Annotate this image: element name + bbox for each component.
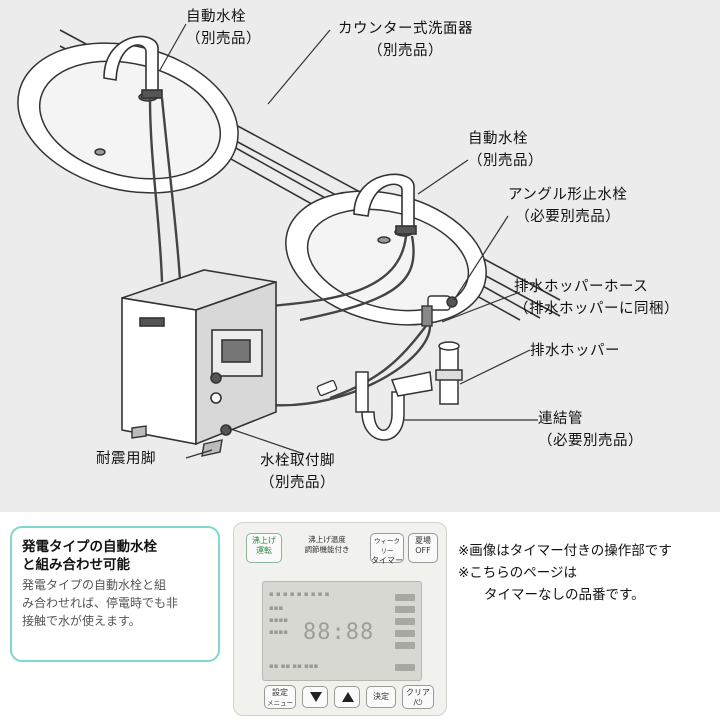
heat-operation-button[interactable]: 沸上げ 運転 [246,533,282,563]
installation-diagram: 自動水栓 （別売品） カウンター式洗面器 （別売品） 自動水栓 （別売品） アン… [0,0,720,512]
bottom-section: 発電タイプの自動水栓 と組み合わせ可能 発電タイプの自動水栓と組 み合わせれば、… [0,512,720,720]
callout-connecting-pipe: 連結管 （必要別売品） [538,408,643,452]
callout-faucet-mount-leg-name: 水栓取付脚 [260,453,335,469]
lcd-indicator-3 [395,618,415,625]
lcd-indicator-6 [395,664,415,671]
lcd-indicator-1 [395,594,415,601]
right-basin [285,190,487,326]
summer-off-label-bottom: OFF [415,546,431,555]
callout-auto-faucet-1-sub: （別売品） [186,31,261,47]
callout-drain-hopper-hose: 排水ホッパーホース （排水ホッパーに同梱） [514,276,679,320]
feature-box: 発電タイプの自動水栓 と組み合わせ可能 発電タイプの自動水栓と組 み合わせれば、… [10,526,220,662]
callout-connecting-pipe-sub: （必要別売品） [538,433,643,449]
feature-body-line-2: み合わせれば、停電時でも非 [22,596,179,610]
hose-connector [316,379,338,397]
angle-stop-valve [421,295,458,327]
temperature-label-line-1: 沸上げ温度 [308,535,346,544]
temperature-label-line-2: 調節機能付き [304,545,350,554]
hoses [148,97,432,407]
notes: ※画像はタイマー付きの操作部です ※こちらのページは タイマーなしの品番です。 [458,540,672,606]
callout-drain-hopper-name: 排水ホッパー [530,343,620,359]
lcd-segment-row-1: ▪ ▪ ▪ ▪ ▪ ▪ ▪ ▪ ▪ [269,590,330,598]
heat-operation-label-top: 沸上げ [252,536,276,545]
note-line-2: ※こちらのページは [458,565,578,581]
lcd-indicator-2 [395,606,415,613]
triangle-down-icon [310,692,322,702]
feature-body: 発電タイプの自動水栓と組 み合わせれば、停電時でも非 接触で水が使えます。 [22,576,208,630]
temperature-label: 沸上げ温度 調節機能付き [292,535,362,555]
settings-menu-label-bottom: メニュー [267,699,293,707]
callout-faucet-mount-leg: 水栓取付脚 （別売品） [260,450,335,494]
callout-angle-stop-valve: アングル形止水栓 （必要別売品） [508,184,627,228]
callout-counter-basin-name: カウンター式洗面器 [338,21,473,37]
callout-auto-faucet-2-sub: （別売品） [468,153,543,169]
feature-body-line-1: 発電タイプの自動水栓と組 [22,578,167,592]
callout-drain-hopper: 排水ホッパー [530,340,620,362]
right-faucet [353,173,417,235]
drain-trap [355,371,433,441]
weekly-timer-button[interactable]: ウィークリー タイマー [370,533,404,565]
heat-operation-label-bottom: 運転 [256,546,272,555]
clear-button[interactable]: クリア /⏻ [402,685,434,709]
callout-counter-basin: カウンター式洗面器 （別売品） [338,18,473,62]
lcd-indicator-5 [395,642,415,649]
callout-counter-basin-sub: （別売品） [368,43,443,59]
note-line-3: タイマーなしの品番です。 [484,587,645,603]
triangle-up-icon [342,692,354,702]
feature-body-line-3: 接触で水が使えます。 [22,614,141,628]
feature-title: 発電タイプの自動水栓 と組み合わせ可能 [22,538,208,574]
summer-off-label-top: 夏場 [415,536,431,545]
callout-angle-stop-valve-name: アングル形止水栓 [508,187,628,203]
callout-auto-faucet-1: 自動水栓 （別売品） [186,6,261,50]
control-panel: 沸上げ 運転 沸上げ温度 調節機能付き ウィークリー タイマー 夏場 OFF ▪… [233,522,447,716]
clear-label-top: クリア [406,688,430,697]
drain-hopper-shape [435,341,463,405]
lcd-segment-row-4: ▪▪▪▪ [269,628,288,636]
feature-title-line-1: 発電タイプの自動水栓 [22,539,157,555]
lcd-display: ▪ ▪ ▪ ▪ ▪ ▪ ▪ ▪ ▪ ▪▪▪ ▪▪▪▪ ▪▪▪▪ ▪▪ ▪▪ ▪▪… [262,581,422,681]
down-button[interactable] [302,686,328,708]
callout-auto-faucet-2-name: 自動水栓 [468,131,528,147]
up-button[interactable] [334,686,360,708]
confirm-label: 決定 [373,692,389,701]
settings-menu-label-top: 設定 [272,688,288,697]
lcd-indicator-4 [395,630,415,637]
note-line-1: ※画像はタイマー付きの操作部です [458,543,672,559]
lcd-segment-row-5: ▪▪ ▪▪ ▪▪ ▪▪▪ [269,662,319,670]
lcd-digits: 88:88 [303,620,375,645]
weekly-timer-label-bottom: タイマー [371,556,403,565]
callout-seismic-leg: 耐震用脚 [96,448,156,470]
left-basin [17,42,239,194]
left-faucet [103,35,163,99]
confirm-button[interactable]: 決定 [366,686,396,708]
clear-label-bottom: /⏻ [413,698,423,707]
lcd-segment-row-2: ▪▪▪ [269,604,284,612]
feature-title-line-2: と組み合わせ可能 [22,557,130,573]
callout-faucet-mount-leg-sub: （別売品） [260,475,335,491]
callout-drain-hopper-hose-name: 排水ホッパーホース [514,279,649,295]
installation-illustration [17,23,561,459]
summer-off-button[interactable]: 夏場 OFF [408,533,438,563]
settings-menu-button[interactable]: 設定 メニュー [264,685,296,709]
callout-connecting-pipe-name: 連結管 [538,411,583,427]
callout-angle-stop-valve-sub: （必要別売品） [515,209,621,225]
callout-auto-faucet-2: 自動水栓 （別売品） [468,128,543,172]
callout-seismic-leg-name: 耐震用脚 [96,451,156,467]
callout-auto-faucet-1-name: 自動水栓 [186,9,246,25]
weekly-timer-label-top: ウィークリー [374,537,400,555]
water-heater-unit [121,269,277,446]
lcd-segment-row-3: ▪▪▪▪ [269,616,288,624]
callout-drain-hopper-hose-sub: （排水ホッパーに同梱） [514,301,679,317]
leader-lines [159,23,538,459]
